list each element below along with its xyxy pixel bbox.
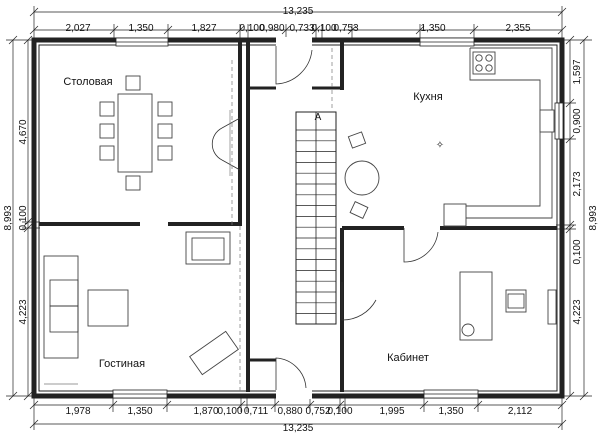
doors <box>211 46 439 390</box>
dim-top-8: 1,350 <box>420 23 445 34</box>
room-label-dining: Столовая <box>63 76 112 88</box>
dim-left-overall: 8,993 <box>3 205 14 230</box>
svg-text:✧: ✧ <box>436 140 444 151</box>
dining-chair <box>99 123 115 139</box>
dim-bottom-5: 0,880 <box>277 406 302 417</box>
dining-table-set <box>99 75 173 191</box>
dim-top-5: 0,733 <box>289 23 314 34</box>
dim-bottom-10: 2,112 <box>508 406 533 417</box>
dim-right-2: 2,173 <box>572 171 583 196</box>
windows <box>112 37 564 399</box>
dim-bottom-4: 0,711 <box>244 406 269 417</box>
dim-right-4: 4,223 <box>572 299 583 324</box>
dim-top-overall: 13,235 <box>283 6 314 17</box>
dim-bottom-segments: 1,978 1,350 1,870 0,100 0,711 0,880 0,75… <box>65 406 532 417</box>
dim-top-2: 1,827 <box>191 23 216 34</box>
dim-top-7: 0,753 <box>333 23 358 34</box>
dim-right-0: 1,597 <box>572 59 583 84</box>
dim-bottom-3: 0,100 <box>217 406 242 417</box>
dim-top-9: 2,355 <box>505 23 530 34</box>
dimension-lines <box>6 6 592 430</box>
dim-bottom-9: 1,350 <box>438 406 463 417</box>
dining-chair <box>99 101 115 117</box>
room-label-kitchen: Кухня <box>413 91 442 103</box>
dim-top-segments: 2,027 1,350 1,827 0,100 0,980 0,733 0,10… <box>65 23 530 34</box>
dim-top-6: 0,100 <box>311 23 336 34</box>
dim-top-0: 2,027 <box>65 23 90 34</box>
dim-top-4: 0,980 <box>259 23 284 34</box>
dim-right-3: 0,100 <box>572 239 583 264</box>
dining-chair <box>157 123 173 139</box>
living-room-set <box>43 231 239 385</box>
dining-chair <box>99 145 115 161</box>
dim-top-1: 1,350 <box>128 23 153 34</box>
dim-left: 8,993 4,670 0,100 4,223 <box>3 119 29 324</box>
dining-chair <box>157 101 173 117</box>
dim-bottom-overall: 13,235 <box>283 423 314 434</box>
room-label-living: Гостиная <box>99 358 145 370</box>
kitchen-set: ✧ <box>344 47 555 227</box>
dim-top-3: 0,100 <box>239 23 264 34</box>
office-set <box>459 271 557 341</box>
dim-bottom-0: 1,978 <box>65 406 90 417</box>
ceiling-lines <box>231 48 333 392</box>
dining-chair <box>125 75 141 91</box>
dim-left-2: 4,223 <box>18 299 29 324</box>
dim-bottom-2: 1,870 <box>193 406 218 417</box>
dim-bottom-8: 1,995 <box>379 406 404 417</box>
dim-bottom-1: 1,350 <box>127 406 152 417</box>
dim-right: 8,993 1,597 0,900 2,173 0,100 4,223 <box>572 59 599 324</box>
dining-chair <box>157 145 173 161</box>
dim-bottom-6: 0,752 <box>305 406 330 417</box>
dim-right-overall: 8,993 <box>588 205 599 230</box>
dim-right-1: 0,900 <box>572 108 583 133</box>
dining-chair <box>125 175 141 191</box>
svg-text:A: A <box>315 112 322 123</box>
dim-left-1: 0,100 <box>18 205 29 230</box>
staircase: A <box>295 111 337 325</box>
room-label-office: Кабинет <box>387 352 429 364</box>
dim-left-0: 4,670 <box>18 119 29 144</box>
dim-bottom-7: 0,100 <box>327 406 352 417</box>
